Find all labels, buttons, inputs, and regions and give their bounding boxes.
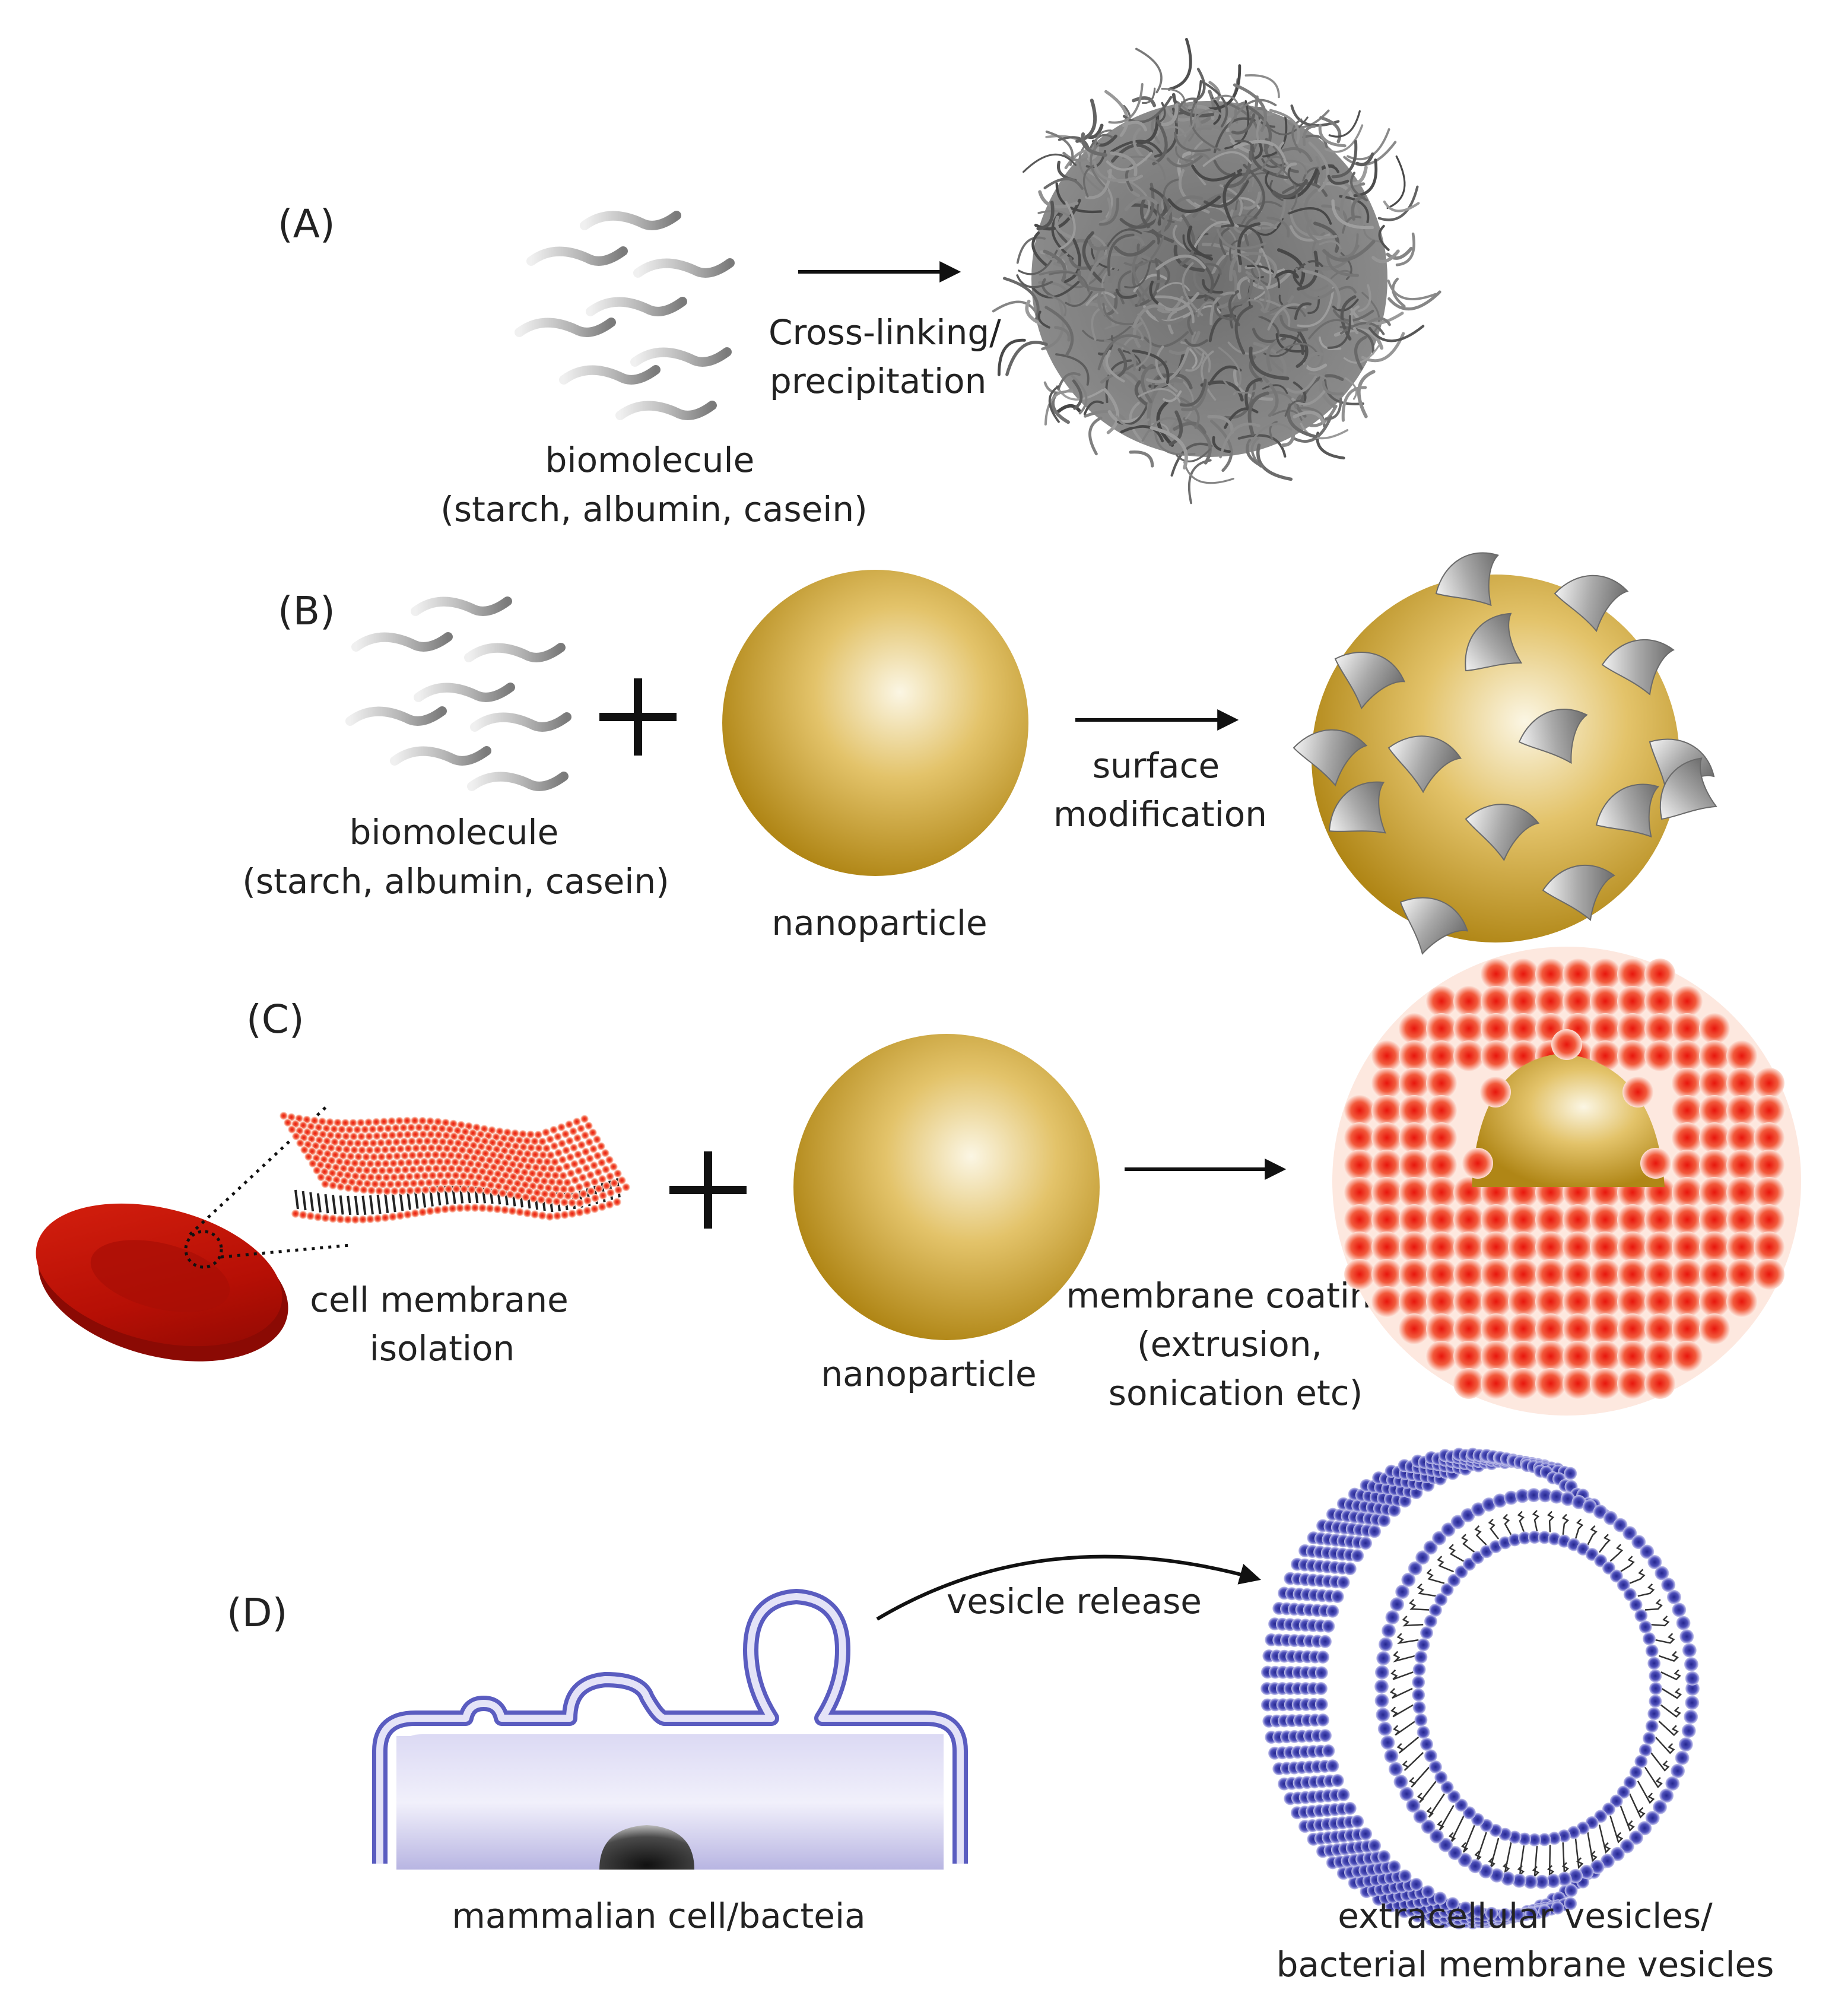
panel-b-biomolecule-strands xyxy=(345,596,571,791)
panel-a-biomolecule-label: biomolecule xyxy=(545,440,755,480)
panel-a-examples-label: (starch, albumin, casein) xyxy=(440,489,868,529)
panel-d: (D) vesicle release mammalian cell/bacte… xyxy=(227,1448,1774,1985)
biomolecule-strand xyxy=(580,211,681,230)
biomolecule-strand xyxy=(615,401,717,420)
biomolecule-strand xyxy=(414,683,515,702)
panel-d-cell xyxy=(372,1589,968,1870)
biomolecule-strand xyxy=(470,712,571,732)
biomolecule-strand xyxy=(390,746,491,766)
panel-c-letter: (C) xyxy=(246,997,304,1042)
panel-b-letter: (B) xyxy=(278,588,335,634)
panel-a-arrow-label-line2: precipitation xyxy=(770,361,986,401)
panel-d-arrow-label: vesicle release xyxy=(947,1581,1202,1621)
panel-b-examples-label: (starch, albumin, casein) xyxy=(242,861,669,902)
panel-c-plus-sign xyxy=(669,1151,747,1229)
panel-c-coated-nanoparticle xyxy=(1332,947,1801,1416)
panel-c-coating-label-line1: membrane coating xyxy=(1066,1275,1393,1316)
panel-b-arrow-label-line2: modification xyxy=(1053,794,1267,834)
panel-d-vesicle xyxy=(1260,1448,1700,1930)
panel-c-membrane-sheet xyxy=(280,1112,630,1224)
panel-c: (C) cell membrane isolation nanoparticle… xyxy=(36,947,1801,1416)
biomolecule-strand xyxy=(464,643,566,662)
panel-c-nanoparticle xyxy=(793,1034,1100,1340)
biomolecule-strand xyxy=(467,772,569,791)
panel-b-plus-sign xyxy=(599,678,677,756)
biomolecule-strand xyxy=(515,318,616,337)
panel-a-arrow-label-line1: Cross-linking/ xyxy=(769,312,1001,353)
panel-b-nanoparticle-label: nanoparticle xyxy=(771,903,987,943)
panel-c-red-blood-cell xyxy=(36,1203,288,1362)
panel-d-vesicle-label-line1: extracellular vesicles/ xyxy=(1338,1896,1713,1936)
panel-c-coating-label-line2: (extrusion, xyxy=(1137,1324,1322,1364)
biomolecule-strand xyxy=(351,632,453,652)
biomolecule-strand xyxy=(630,347,732,367)
panel-b-biomolecule-label: biomolecule xyxy=(350,812,559,852)
panel-c-isolation-label-line1: cell membrane xyxy=(310,1280,569,1320)
panel-c-nanoparticle-label: nanoparticle xyxy=(821,1354,1036,1394)
biomolecule-strand xyxy=(633,258,735,278)
panel-c-zoom-line-bottom xyxy=(220,1243,351,1259)
panel-a-letter: (A) xyxy=(278,201,335,247)
panel-d-letter: (D) xyxy=(227,1590,287,1636)
panel-b-arrow-label-line1: surface xyxy=(1093,745,1220,786)
panel-c-coating-label-line3: sonication etc) xyxy=(1109,1373,1363,1413)
biomolecule-strand xyxy=(586,297,687,316)
panel-b-modified-particle xyxy=(1293,552,1717,955)
panel-c-isolation-label-line2: isolation xyxy=(370,1328,515,1369)
biomolecule-strand xyxy=(526,246,628,266)
panel-d-vesicle-label-line2: bacterial membrane vesicles xyxy=(1277,1944,1774,1985)
panel-d-arrow xyxy=(876,1554,1261,1621)
panel-b: (B) surface modification biomolecule (st… xyxy=(242,552,1717,955)
biomolecule-strand xyxy=(345,706,447,726)
panel-a: (A) Cross-linking/ precipitation biomole… xyxy=(278,37,1441,529)
biomolecule-strand xyxy=(411,596,512,616)
panel-b-nanoparticle xyxy=(722,570,1028,876)
panel-d-nucleus xyxy=(599,1825,694,1870)
panel-a-crosslinked-particle xyxy=(992,37,1441,504)
biomolecule-strand xyxy=(559,365,661,385)
panel-a-biomolecule-strands xyxy=(515,211,735,420)
panel-d-cell-label: mammalian cell/bacteia xyxy=(452,1896,865,1936)
